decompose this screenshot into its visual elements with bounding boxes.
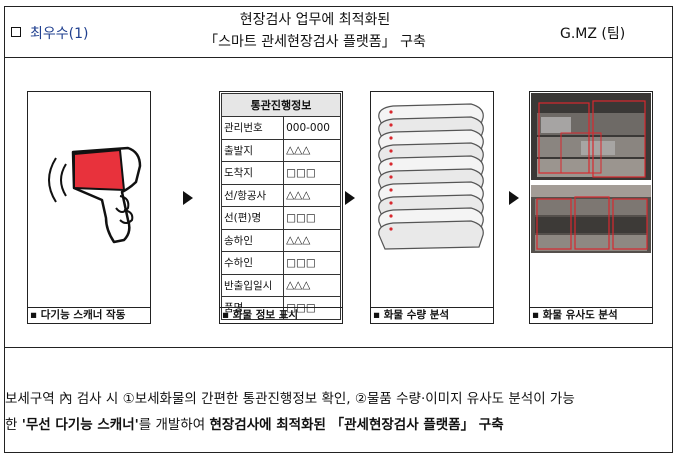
award-label: 최우수(1) (30, 26, 89, 42)
caption-cargo-info: ▪ 화물 정보 표시 (220, 307, 342, 323)
table-row: 선/항공사△△△ (220, 183, 341, 207)
caption-similarity: ▪ 화물 유사도 분석 (530, 307, 652, 323)
title-line-1: 현장검사 업무에 최적화된 (239, 12, 391, 28)
description-line-2: 한 '무선 다기능 스캐너'를 개발하여 현장검사에 최적화된 「관세현장검사 … (5, 417, 504, 433)
triangle-right-icon (345, 191, 355, 205)
table-title: 통관진행정보 (221, 93, 341, 117)
table-row: 송하인△△△ (220, 228, 341, 252)
team-label: G.MZ (팀) (560, 26, 626, 42)
table-row: 수하인□□□ (220, 251, 341, 275)
header: 최우수(1) 현장검사 업무에 최적화된 「스마트 관세현장검사 플랫폼」 구축… (5, 7, 672, 58)
warehouse-photo-2 (531, 185, 651, 253)
table-row: 선(편)명□□□ (220, 206, 341, 230)
product-name: '무선 다기능 스캐너' (21, 417, 139, 433)
caption-scanner: ▪ 다기능 스캐너 작동 (28, 307, 150, 323)
description-section: 보세구역 內 검사 시 ①보세화물의 간편한 통관진행정보 확인, ②물품 수량… (5, 347, 672, 452)
goal-text: 현장검사에 최적화된 「관세현장검사 플랫폼」 구축 (209, 417, 504, 433)
warehouse-photo-1 (531, 93, 651, 180)
barcode-scanner-icon (48, 146, 142, 244)
triangle-right-icon (509, 191, 519, 205)
table-row: 반출입일시△△△ (220, 273, 341, 297)
checkbox-icon (11, 27, 21, 37)
description-line-1: 보세구역 內 검사 시 ①보세화물의 간편한 통관진행정보 확인, ②물품 수량… (5, 391, 575, 407)
caption-quantity: ▪ 화물 수량 분석 (371, 307, 493, 323)
stacked-sacks-icon (378, 103, 484, 250)
panel-quantity: ▪ 화물 수량 분석 (370, 91, 494, 324)
document-frame: 최우수(1) 현장검사 업무에 최적화된 「스마트 관세현장검사 플랫폼」 구축… (4, 6, 673, 453)
table-row: 도착지□□□ (220, 161, 341, 185)
table-row: 출발지△△△ (220, 138, 341, 162)
title-line-2: 「스마트 관세현장검사 플랫폼」 구축 (204, 34, 426, 50)
description: 보세구역 內 검사 시 ①보세화물의 간편한 통관진행정보 확인, ②물품 수량… (5, 386, 678, 438)
panel-scanner: ▪ 다기능 스캐너 작동 (27, 91, 151, 324)
triangle-right-icon (183, 191, 193, 205)
panel-similarity: ▪ 화물 유사도 분석 (529, 91, 653, 324)
page-title: 현장검사 업무에 최적화된 「스마트 관세현장검사 플랫폼」 구축 (185, 9, 445, 53)
